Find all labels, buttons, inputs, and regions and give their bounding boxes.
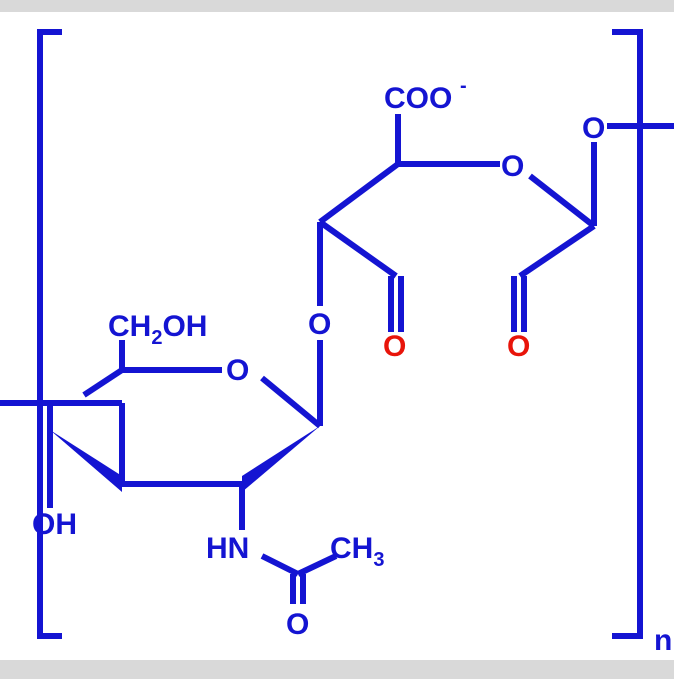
c-ch3-bond bbox=[296, 553, 338, 577]
repeat-index-label: n bbox=[654, 624, 672, 657]
red-oxygen-labels: O O bbox=[383, 330, 530, 363]
ch2oh-label: CH2OH bbox=[108, 310, 207, 349]
wedge-c4-c3 bbox=[50, 430, 122, 492]
carbonyl-oxygen-label: O bbox=[286, 608, 309, 641]
oxygen-label-sugar-ring: O bbox=[226, 354, 249, 387]
c-cho-bond-right bbox=[518, 223, 596, 279]
ring-bond-c1-o bbox=[260, 375, 322, 429]
wedge-bonds bbox=[50, 426, 320, 492]
panel-background bbox=[0, 12, 674, 660]
atom-labels: COO - O O O CH2OH O OH HN CH3 O n bbox=[32, 75, 672, 657]
ring-bond-c5-c4-upper bbox=[82, 367, 124, 398]
c-cho-bond-left bbox=[318, 219, 398, 279]
carboxylate-label: COO bbox=[384, 82, 452, 115]
carboxylate-charge: - bbox=[460, 75, 467, 97]
oxygen-label-ring: O bbox=[501, 150, 524, 183]
hydroxyl-label: OH bbox=[32, 508, 77, 541]
left-bracket bbox=[37, 29, 62, 639]
c-c-bond bbox=[318, 161, 400, 225]
right-bracket bbox=[612, 29, 643, 639]
oxygen-label-glycosidic: O bbox=[308, 308, 331, 341]
amide-nh-label: HN bbox=[206, 532, 249, 565]
wedge-c2-c1 bbox=[242, 426, 320, 492]
methyl-label: CH3 bbox=[330, 532, 384, 571]
aldehyde-oxygen-left: O bbox=[383, 330, 406, 363]
aldehyde-oxygen-right: O bbox=[507, 330, 530, 363]
nh-c-bond bbox=[260, 553, 300, 577]
o-c-bond bbox=[528, 173, 596, 229]
bonds bbox=[0, 29, 674, 639]
oxygen-label-linker: O bbox=[582, 112, 605, 145]
